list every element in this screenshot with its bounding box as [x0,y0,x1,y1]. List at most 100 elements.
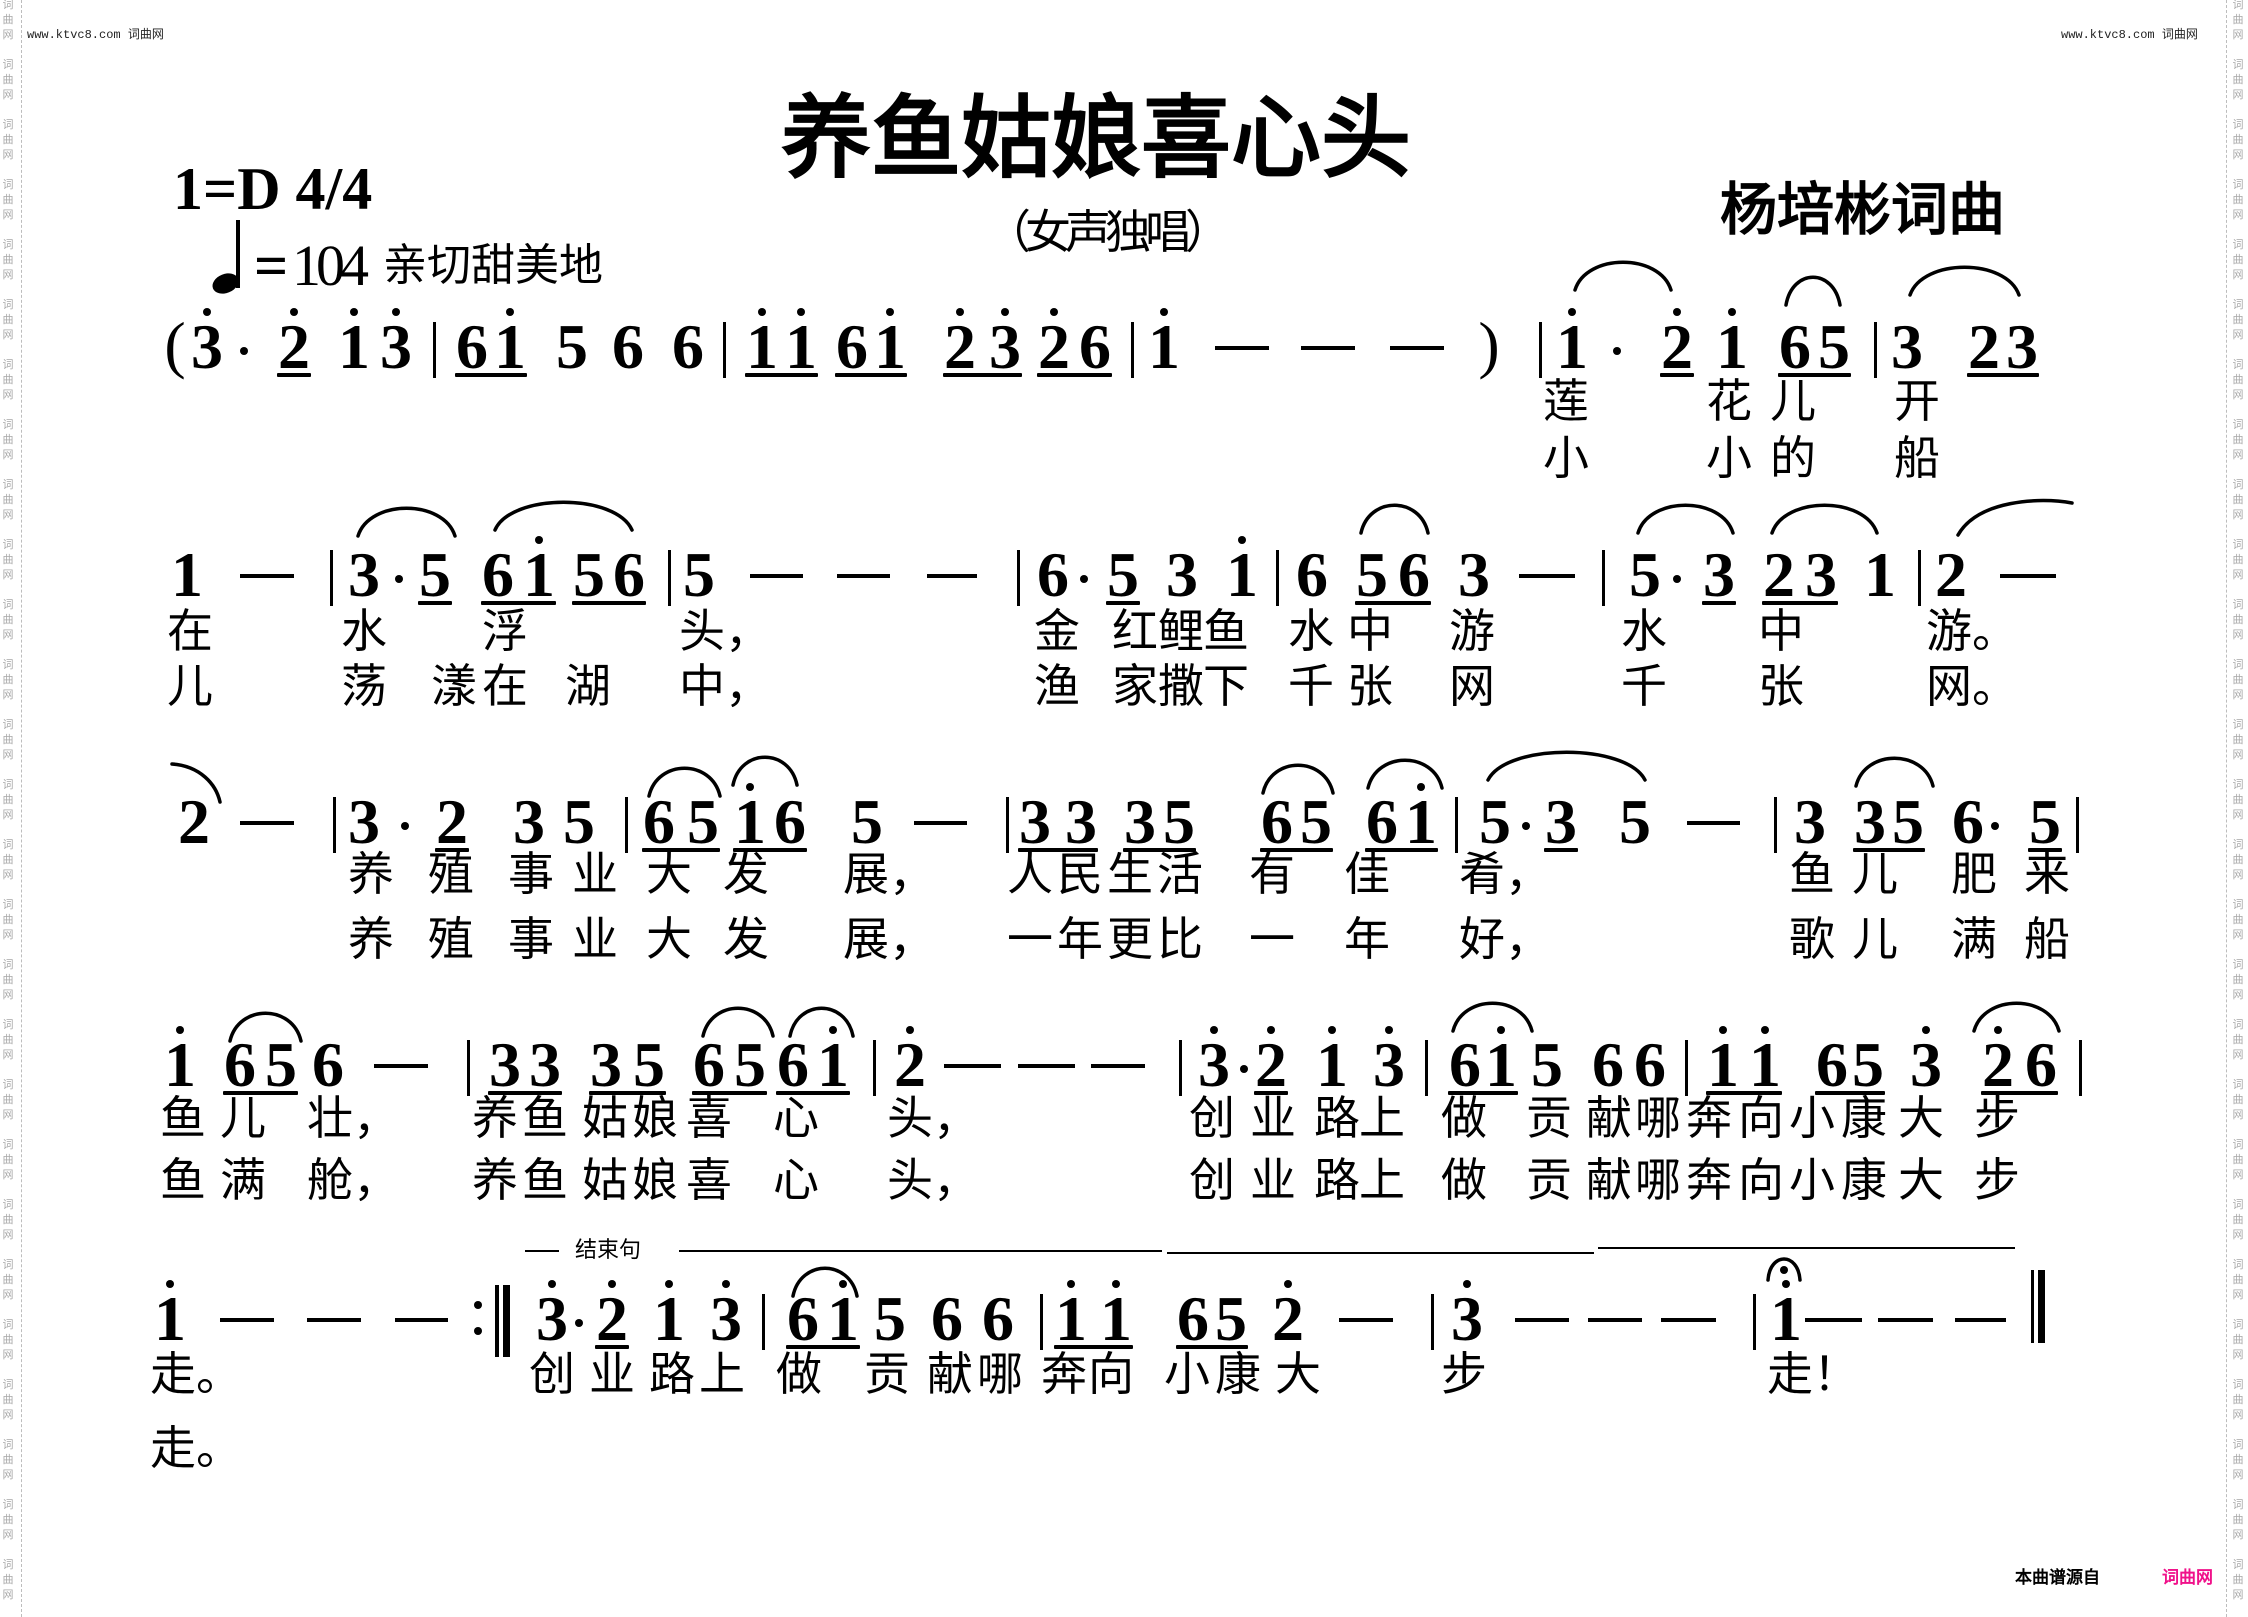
margin-watermark-char: 网 [2,688,14,701]
tempo-equals: = [254,233,289,299]
barline [1774,797,1777,853]
eighth-underline [1355,601,1431,605]
margin-watermark-char: 词 [2232,1078,2244,1091]
octave-dot-above [1001,308,1009,316]
note-digit: 5 [1107,539,1139,610]
lyric-verse-2: 歌 [1789,914,1835,965]
octave-dot-above [1728,308,1736,316]
lyric-verse-1: 儿 [1852,849,1898,900]
barline [723,322,726,378]
eighth-underline [455,373,527,377]
note-digit: 3 [513,786,545,857]
margin-watermark-char: 曲 [2232,73,2244,86]
augmentation-dot [401,822,409,830]
margin-watermark-char: 词 [2,1378,14,1391]
octave-dot-above [1267,1026,1275,1034]
ending-phrase-bracket-line [1167,1252,1594,1254]
note-digit: 3 [989,311,1021,382]
note-digit: 1 [1864,539,1896,610]
margin-watermark-char: 网 [2,1168,14,1181]
margin-watermark-char: 词 [2,598,14,611]
margin-watermark-char: 曲 [2,1093,14,1106]
barline [1539,322,1542,378]
note-digit: 1 [785,311,817,382]
barline [1918,550,1921,606]
margin-watermark-char: 词 [2,238,14,251]
note-digit: 6 [643,786,675,857]
octave-dot-above [1210,1026,1218,1034]
note-digit: 2 [436,786,468,857]
note-digit: 6 [1296,539,1328,610]
margin-watermark-char: 网 [2,928,14,941]
margin-watermark-char: 词 [2232,178,2244,191]
margin-watermark-char: 曲 [2232,373,2244,386]
eighth-underline [1981,1091,2058,1095]
octave-dot-above [290,308,298,316]
margin-watermark-char: 曲 [2,73,14,86]
lyric-verse-1: 有 [1249,849,1295,900]
lyric-verse-1: 娘 [632,1093,678,1144]
octave-dot-above [548,1280,556,1288]
octave-dot-above [1328,1026,1336,1034]
eighth-underline [733,848,807,852]
margin-watermark-char: 词 [2232,1198,2244,1211]
lyric-verse-1: 贡 [1526,1093,1572,1144]
eighth-underline [223,1091,298,1095]
lyric-verse-1: 展， [843,849,935,900]
octave-dot-above [1050,308,1058,316]
margin-watermark-char: 网 [2,1228,14,1241]
margin-watermark-char: 曲 [2,1573,14,1586]
repeat-colon-dot [474,1327,482,1335]
lyric-verse-1: 游 [1449,606,1495,657]
barline [433,322,436,378]
note-digit: 3 [1891,311,1923,382]
octave-dot-above [1994,1026,2002,1034]
lyric-verse-1: 民 [1057,849,1103,900]
margin-watermark-char: 词 [2,178,14,191]
margin-watermark-char: 词 [2232,718,2244,731]
margin-watermark-char: 网 [2232,568,2244,581]
barline [333,797,336,853]
octave-dot-above [758,308,766,316]
note-digit: 6 [2025,1029,2057,1100]
lyric-verse-1: 献 [927,1349,973,1400]
note-digit: 1 [1716,311,1748,382]
eighth-underline [1254,1091,1288,1095]
barline [467,1040,470,1096]
note-digit: 2 [596,1283,628,1354]
lyric-verse-2: 漾 [431,661,477,712]
slur [731,755,799,787]
note-digit: 5 [851,786,883,857]
note-digit: 6 [1592,1029,1624,1100]
margin-watermark-char: 网 [2232,448,2244,461]
lyric-verse-1: 养 [348,849,394,900]
octave-dot-above [350,308,358,316]
note-digit: 6 [982,1283,1014,1354]
margin-watermark-char: 词 [2232,838,2244,851]
barline [1602,550,1605,606]
eighth-underline [1260,848,1333,852]
margin-watermark-char: 曲 [2232,1153,2244,1166]
left-margin-dashed-line [21,0,22,1617]
margin-watermark-char: 词 [2,778,14,791]
note-digit: 3 [348,786,380,857]
lyric-verse-1: 在 [167,606,213,657]
lyric-verse-2: 满 [1951,914,1997,965]
margin-watermark-char: 词 [2,358,14,371]
margin-watermark-char: 词 [2232,58,2244,71]
lyric-verse-2: 上 [1359,1155,1405,1206]
margin-watermark-char: 网 [2232,1528,2244,1541]
octave-dot-above [1112,1280,1120,1288]
note-digit: 3 [1805,539,1837,610]
barline [873,1040,876,1096]
margin-watermark-char: 词 [2,1138,14,1151]
margin-watermark-char: 词 [2232,658,2244,671]
note-digit: 5 [874,1283,906,1354]
note-digit: 5 [1531,1029,1563,1100]
margin-watermark-char: 词 [2,298,14,311]
lyric-verse-1: 水 [341,606,387,657]
ending-phrase-bracket-line [679,1250,1162,1252]
margin-watermark-char: 曲 [2232,673,2244,686]
margin-watermark-char: 曲 [2,1213,14,1226]
eighth-underline [1778,373,1851,377]
